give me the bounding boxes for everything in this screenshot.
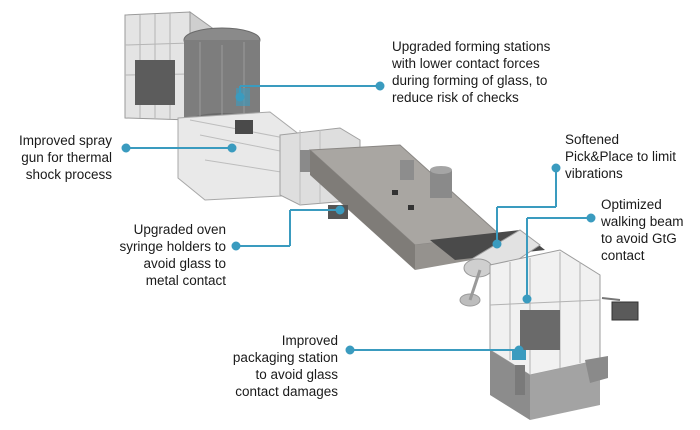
callout-line: vibrations	[565, 166, 623, 181]
callout-line: Upgraded oven	[133, 222, 226, 237]
callout-line: contact	[601, 248, 645, 263]
callout-line: gun for thermal	[21, 150, 112, 165]
callout-line: syringe holders to	[119, 239, 226, 254]
callout-line: contact damages	[235, 384, 338, 399]
callout-line: avoid glass to	[143, 256, 226, 271]
callout-line: walking beam	[601, 214, 684, 229]
callout-line: Pick&Place to limit	[565, 149, 677, 164]
packaging-cell	[489, 249, 639, 420]
callout-line: Optimized	[601, 197, 662, 212]
callout-line: Upgraded forming stations	[392, 39, 551, 54]
callout-line: reduce risk of checks	[392, 90, 519, 105]
callout-line: Improved spray	[18, 133, 112, 148]
callout-line: to avoid GtG	[601, 231, 677, 246]
callout-oven-holders: Upgraded oven syringe holders to avoid g…	[100, 221, 226, 289]
callout-line: Improved	[281, 333, 338, 348]
callout-line: shock process	[25, 167, 112, 182]
callout-line: to avoid glass	[255, 367, 338, 382]
pick-and-place	[459, 229, 541, 307]
callout-line: with lower contact forces	[392, 56, 540, 71]
callout-pick-and-place: Softened Pick&Place to limit vibrations	[565, 131, 676, 182]
callout-forming-stations: Upgraded forming stations with lower con…	[392, 38, 550, 106]
callout-line: during forming of glass, to	[392, 73, 548, 88]
callout-line: metal contact	[145, 273, 226, 288]
callout-walking-beam: Optimized walking beam to avoid GtG cont…	[601, 196, 684, 264]
callout-packaging-station: Improved packaging station to avoid glas…	[210, 332, 338, 400]
callout-line: packaging station	[232, 350, 338, 365]
callout-line: Softened	[565, 132, 620, 147]
leader-lines	[121, 81, 596, 355]
callout-spray-gun: Improved spray gun for thermal shock pro…	[8, 132, 112, 183]
